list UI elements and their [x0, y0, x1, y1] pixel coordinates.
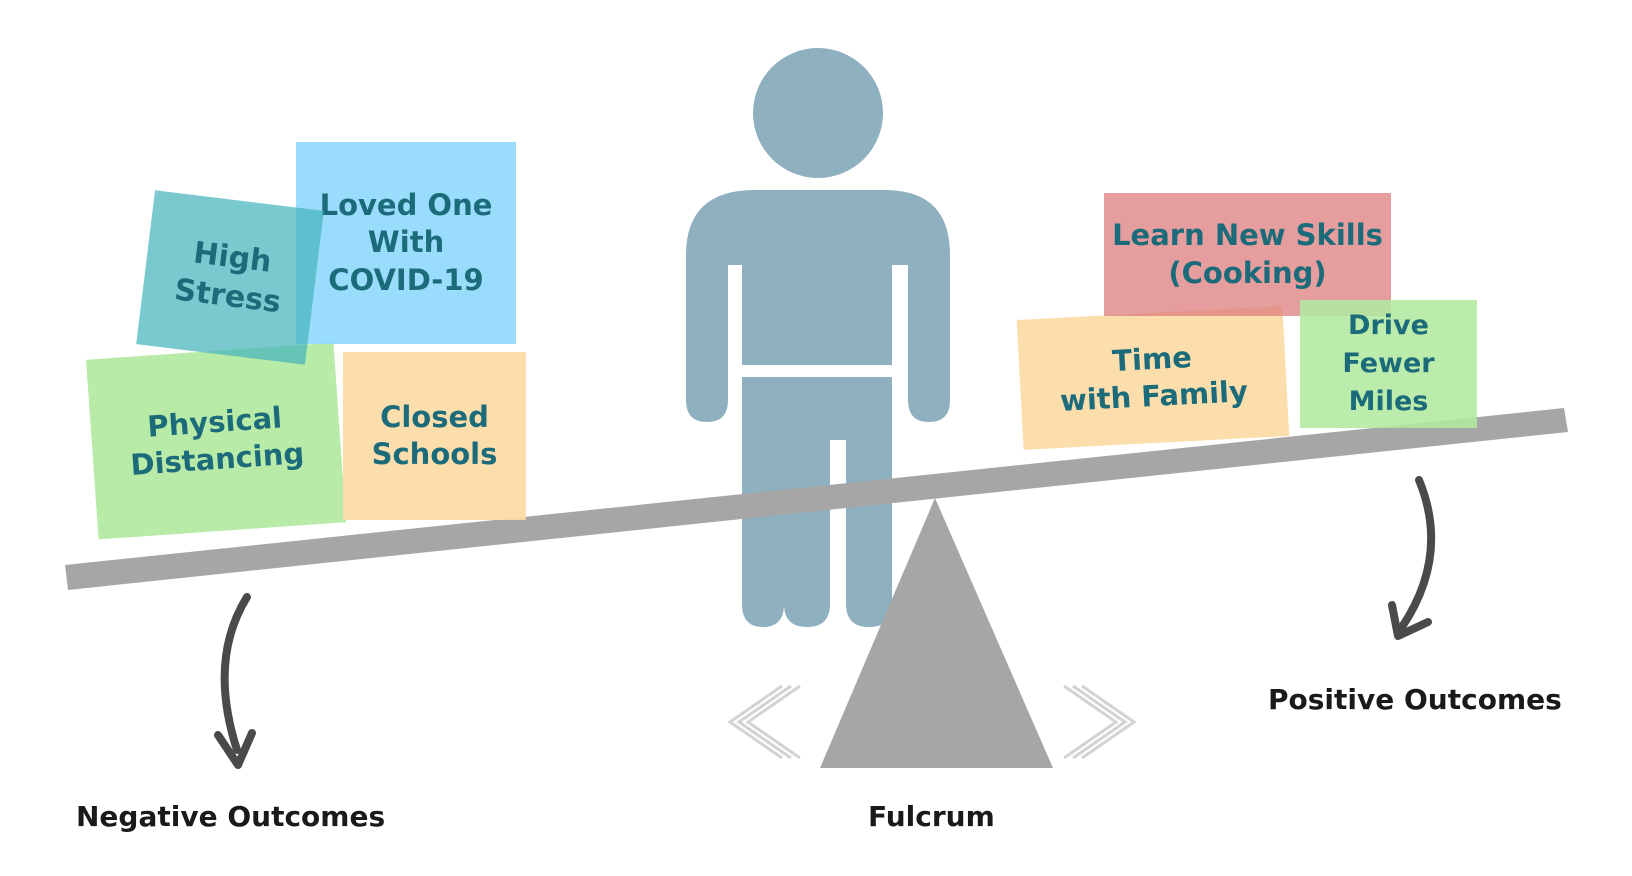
card-loved-one: Loved One With COVID-19 — [296, 142, 516, 344]
fulcrum-label: Fulcrum — [868, 800, 995, 833]
negative-arrow — [214, 593, 256, 769]
card-learn-skills-line1: Learn New Skills — [1112, 218, 1383, 253]
card-time-family-line2: with Family — [1059, 374, 1249, 418]
card-closed-schools-line1: Closed — [380, 399, 489, 434]
positive-arrow — [1388, 476, 1436, 640]
card-drive-fewer-line3: Miles — [1348, 385, 1429, 417]
card-drive-fewer-line2: Fewer — [1342, 348, 1435, 380]
fulcrum-triangle — [820, 498, 1053, 768]
negative-outcomes-label: Negative Outcomes — [76, 800, 386, 833]
person-torso — [686, 190, 950, 422]
card-closed-schools-line2: Schools — [371, 437, 498, 471]
card-physical-distancing: Physical Distancing — [86, 342, 346, 540]
seesaw-beam — [65, 408, 1568, 590]
card-high-stress: High Stress — [136, 190, 324, 365]
card-loved-one-line1: Loved One — [319, 188, 493, 223]
person-head — [753, 48, 883, 178]
left-chevrons — [727, 684, 801, 760]
positive-outcomes-label: Positive Outcomes — [1268, 683, 1562, 716]
card-closed-schools: Closed Schools — [343, 352, 526, 520]
card-time-family: Time with Family — [1016, 306, 1290, 450]
card-loved-one-line2: With — [367, 225, 445, 260]
right-chevrons — [1063, 684, 1137, 760]
card-learn-skills: Learn New Skills (Cooking) — [1104, 193, 1391, 316]
person-figure — [686, 48, 950, 627]
card-drive-fewer: Drive Fewer Miles — [1300, 300, 1477, 428]
card-drive-fewer-line1: Drive — [1348, 310, 1429, 342]
card-time-family-line1: Time — [1111, 339, 1193, 378]
card-loved-one-line3: COVID-19 — [328, 262, 484, 297]
card-learn-skills-line2: (Cooking) — [1168, 255, 1327, 290]
